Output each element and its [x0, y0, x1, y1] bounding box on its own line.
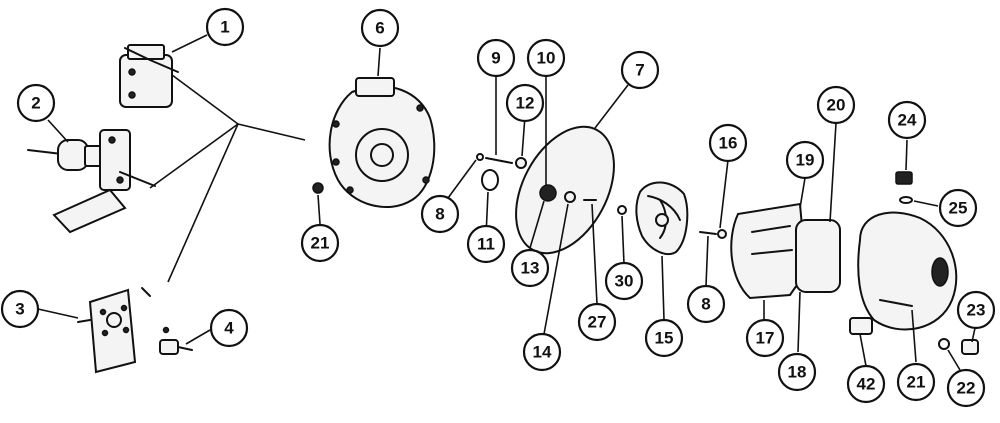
callout-11: 11: [466, 224, 506, 264]
callout-20: 20: [816, 85, 856, 125]
callout-13: 13: [510, 248, 550, 288]
callout-8-left: 8: [420, 194, 460, 234]
drive-connection-lines: [149, 71, 306, 283]
callout-3: 3: [0, 289, 40, 329]
callout-14: 14: [522, 332, 562, 372]
callout-6: 6: [360, 8, 400, 48]
callout-label: 1: [220, 18, 229, 37]
callout-label: 30: [615, 272, 634, 291]
callout-label: 12: [516, 94, 535, 113]
callout-label: 25: [949, 199, 968, 218]
callout-label: 21: [311, 234, 330, 253]
callout-21-right: 21: [896, 362, 936, 402]
callout-label: 10: [537, 49, 556, 68]
part-diffuser: [730, 202, 841, 300]
callout-label: 7: [635, 61, 644, 80]
part-seal-plate: [515, 125, 615, 255]
part-pedestal-motor: [27, 129, 156, 234]
callout-label: 8: [701, 295, 710, 314]
callout-label: 16: [719, 134, 738, 153]
part-o-ring: [481, 169, 499, 191]
callout-leaders: [37, 34, 976, 371]
callout-21-left: 21: [300, 223, 340, 263]
callout-4: 4: [209, 308, 249, 348]
callout-label: 22: [957, 379, 976, 398]
callout-1: 1: [205, 7, 245, 47]
callout-label: 23: [967, 301, 986, 320]
part-washer: [617, 205, 627, 215]
callout-7: 7: [620, 50, 660, 90]
callout-label: 17: [756, 329, 775, 348]
callout-22: 22: [946, 368, 986, 408]
callout-label: 27: [588, 313, 607, 332]
callout-label: 24: [898, 111, 917, 130]
part-stud-and-nut: [476, 153, 527, 169]
callout-2: 2: [16, 83, 56, 123]
callout-label: 3: [15, 300, 24, 319]
callout-25: 25: [938, 188, 978, 228]
part-mechanical-seal: [539, 184, 597, 203]
callout-label: 42: [857, 375, 876, 394]
callout-label: 6: [375, 19, 384, 38]
part-mounting-bracket: [77, 287, 151, 374]
callout-label: 9: [491, 49, 500, 68]
callout-19: 19: [785, 140, 825, 180]
callout-label: 21: [907, 373, 926, 392]
callout-15: 15: [644, 318, 684, 358]
part-impeller: [635, 181, 689, 255]
part-front-cover: [849, 211, 958, 335]
callout-label: 13: [521, 259, 540, 278]
part-fill-plug: [895, 171, 913, 204]
callout-label: 20: [827, 96, 846, 115]
callout-42: 42: [846, 364, 886, 404]
part-engine-drive: [119, 44, 179, 108]
part-shaft-adapter: [159, 326, 193, 355]
part-volute-casing: [328, 77, 436, 209]
callout-12: 12: [505, 83, 545, 123]
part-impeller-bolt: [699, 229, 727, 239]
callout-8-right: 8: [686, 284, 726, 324]
callout-30: 30: [604, 261, 644, 301]
callout-label: 2: [31, 94, 40, 113]
part-drain-plug: [938, 338, 979, 355]
callout-label: 19: [796, 151, 815, 170]
callout-label: 11: [477, 235, 495, 254]
callout-10: 10: [526, 38, 566, 78]
callout-label: 4: [224, 319, 234, 338]
callout-label: 14: [533, 343, 552, 362]
callout-23: 23: [956, 290, 996, 330]
callout-9: 9: [476, 38, 516, 78]
callout-24: 24: [887, 100, 927, 140]
callout-17: 17: [745, 318, 785, 358]
callout-label: 15: [655, 329, 674, 348]
part-small-plug: [312, 182, 324, 194]
callout-label: 8: [435, 205, 444, 224]
callout-16: 16: [708, 123, 748, 163]
callout-18: 18: [777, 352, 817, 392]
callout-label: 18: [788, 363, 807, 382]
callout-27: 27: [577, 302, 617, 342]
